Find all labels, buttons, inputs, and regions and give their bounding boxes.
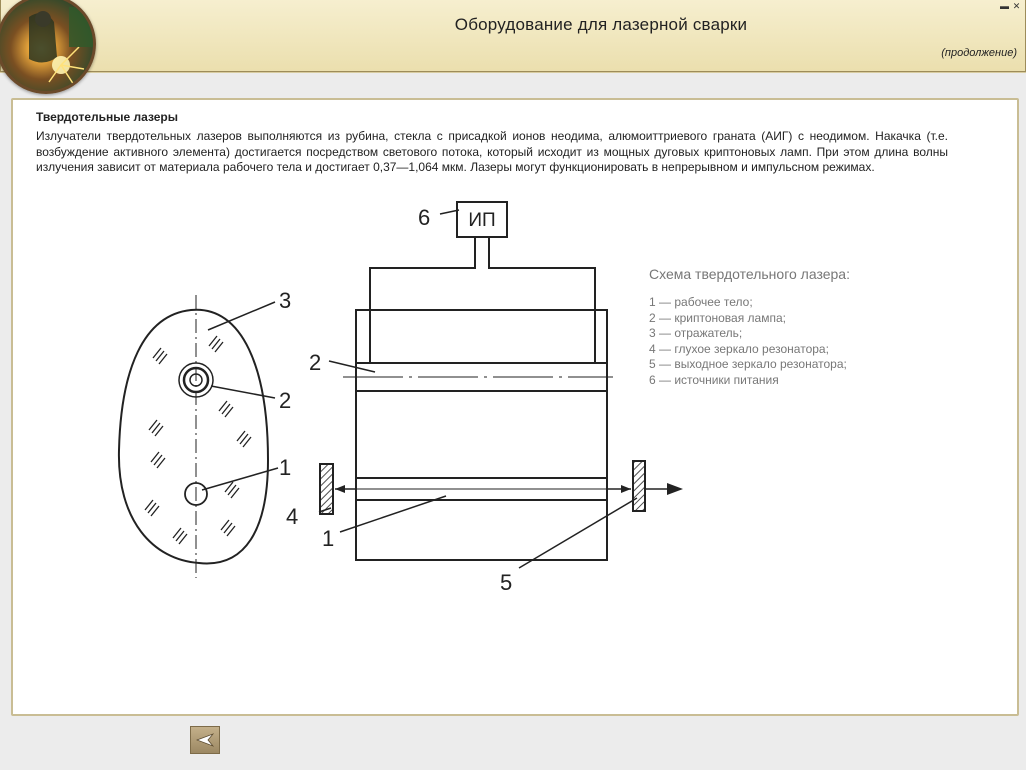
back-button[interactable]	[190, 726, 220, 754]
callout-1-front: 1	[322, 526, 334, 551]
rod-circle	[184, 482, 208, 506]
welding-logo-image	[0, 0, 96, 94]
legend-item: 6 — источники питания	[649, 372, 779, 387]
power-supply-label: ИП	[468, 210, 495, 231]
callout-5-front: 5	[500, 570, 512, 595]
housing-outline	[355, 309, 608, 561]
hatch-marks	[144, 335, 252, 545]
welder-photo-icon	[29, 7, 93, 86]
callout-2-side: 2	[279, 388, 291, 413]
minimize-button[interactable]: ▬	[1000, 1, 1009, 11]
legend-item: 3 — отражатель;	[649, 326, 743, 340]
front-view: ИП 6 2 4	[286, 201, 683, 595]
callout-3-side: 3	[279, 288, 291, 313]
close-button[interactable]: ✕	[1012, 1, 1021, 11]
diagram-legend: Схема твердотельного лазера: 1 — рабочее…	[649, 266, 850, 388]
legend-item: 2 — криптоновая лампа;	[649, 310, 786, 325]
lamp-outer	[178, 362, 214, 398]
page-title: Оборудование для лазерной сварки	[454, 15, 748, 34]
callout-1-side: 1	[279, 455, 291, 480]
lamp-middle	[182, 366, 210, 394]
legend-item: 5 — выходное зеркало резонатора;	[649, 357, 847, 371]
reflector-outline	[117, 308, 270, 565]
callout-4-front: 4	[286, 504, 298, 529]
legend-title: Схема твердотельного лазера:	[649, 266, 850, 282]
output-mirror	[632, 460, 646, 512]
laser-scheme-diagram: 3 2 1 ИП 6 2	[117, 201, 683, 595]
lamp-inner	[189, 373, 203, 387]
side-view: 3 2 1	[117, 288, 291, 578]
page-subtitle: (продолжение)	[941, 47, 1017, 59]
callout-2-front: 2	[309, 350, 321, 375]
callout-6-front: 6	[418, 205, 430, 230]
rear-mirror	[319, 463, 334, 515]
back-arrow-icon	[196, 733, 214, 747]
content-panel: Твердотельные лазеры Излучатели твердоте…	[11, 98, 1019, 716]
legend-item: 1 — рабочее тело;	[649, 295, 753, 309]
power-supply-box	[456, 201, 508, 238]
section-title: Твердотельные лазеры	[36, 110, 179, 124]
legend-item: 4 — глухое зеркало резонатора;	[649, 341, 829, 356]
section-text: Излучатели твердотельных лазеров выполня…	[36, 129, 948, 174]
window-controls: ▬ ✕	[1000, 2, 1021, 11]
header-bar: Оборудование для лазерной сварки (продол…	[0, 0, 1026, 72]
